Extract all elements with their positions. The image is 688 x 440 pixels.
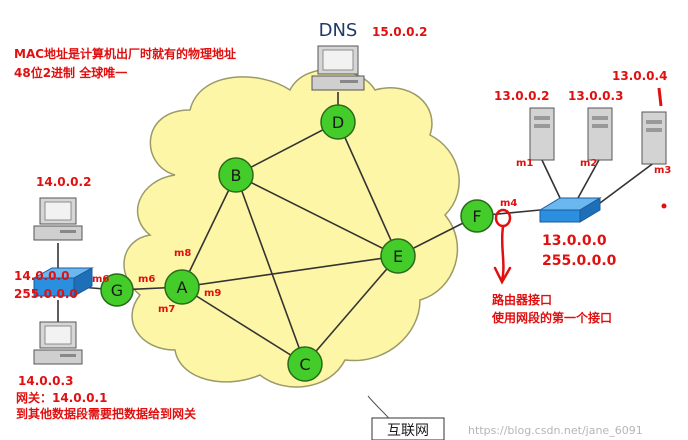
internet-cloud [123,68,460,388]
port-m7: m7 [158,304,175,315]
left-net-ip: 14.0.0.0 [14,269,69,283]
server-1-icon [529,107,555,161]
left-net-mask: 255.0.0.0 [14,287,78,301]
right-switch-icon [538,197,602,223]
internet-label-box [371,417,445,440]
left-host-top-ip: 14.0.0.2 [36,175,91,189]
right-net-mask: 255.0.0.0 [542,253,617,269]
server3-mark-line [657,87,663,107]
router-g: G [100,273,134,307]
port-m3: m3 [654,165,671,176]
router-a: A [164,269,200,305]
link-switch-server2 [577,157,601,199]
watermark: https://blog.csdn.net/jane_6091 [468,424,643,437]
router-d-label: D [332,113,344,132]
port-m6-switch: m6 [92,274,109,285]
server-1-ip: 13.0.0.2 [494,89,549,103]
server-2-ip: 13.0.0.3 [568,89,623,103]
link-switch-server3 [595,161,656,207]
link-d-e [337,121,399,257]
port-m6-g: m6 [138,274,155,285]
link-b-e [235,174,399,257]
port-m9: m9 [204,288,221,299]
link-switch-server1 [540,157,561,199]
internet-callout-line [367,395,391,421]
server3-mark-dot [661,203,667,209]
gateway-line: 网关：14.0.0.1 [16,390,107,405]
router-g-label: G [111,281,123,300]
port-m4: m4 [500,198,517,209]
link-b-a [181,174,237,288]
router-c: C [287,346,323,382]
left-host-bottom-ip: 14.0.0.3 [18,374,73,388]
router-d: D [320,104,356,140]
router-e-label: E [393,247,403,266]
link-b-d [235,121,339,176]
port-m2: m2 [580,158,597,169]
link-b-c [235,174,306,365]
router-a-label: A [177,278,188,297]
router-port-note-line1: 路由器接口 [492,292,552,307]
port-m1: m1 [516,158,533,169]
router-port-note-line2: 使用网段的第一个接口 [491,310,612,325]
router-b-label: B [231,166,242,185]
router-b: B [218,157,254,193]
dns-computer-icon [311,45,365,91]
server-2-icon [587,107,613,161]
server-3-ip: 13.0.0.4 [612,69,667,83]
left-host-top-computer-icon [33,197,83,241]
internet-label: 互联网 [387,423,429,439]
left-switch-icon [32,267,94,297]
router-f-port-arrow [493,225,512,285]
mac-note-line1: MAC地址是计算机出厂时就有的物理地址 [14,46,236,61]
server-3-icon [641,111,667,165]
link-a-e [181,255,399,288]
router-f-label: F [472,207,481,226]
right-net-ip: 13.0.0.0 [542,233,607,249]
router-f-port-highlight [494,208,512,228]
dns-label: DNS [319,20,358,41]
left-host-bottom-computer-icon [33,321,83,365]
link-a-c [181,286,306,365]
port-m8: m8 [174,248,191,259]
link-c-e [304,255,399,365]
gateway-desc: 到其他数据段需要把数据给到网关 [16,406,196,421]
dns-ip: 15.0.0.2 [372,25,427,39]
router-e: E [380,238,416,274]
mac-note-line2: 48位2进制 全球唯一 [14,65,127,80]
router-c-label: C [299,355,310,374]
router-f: F [460,199,494,233]
